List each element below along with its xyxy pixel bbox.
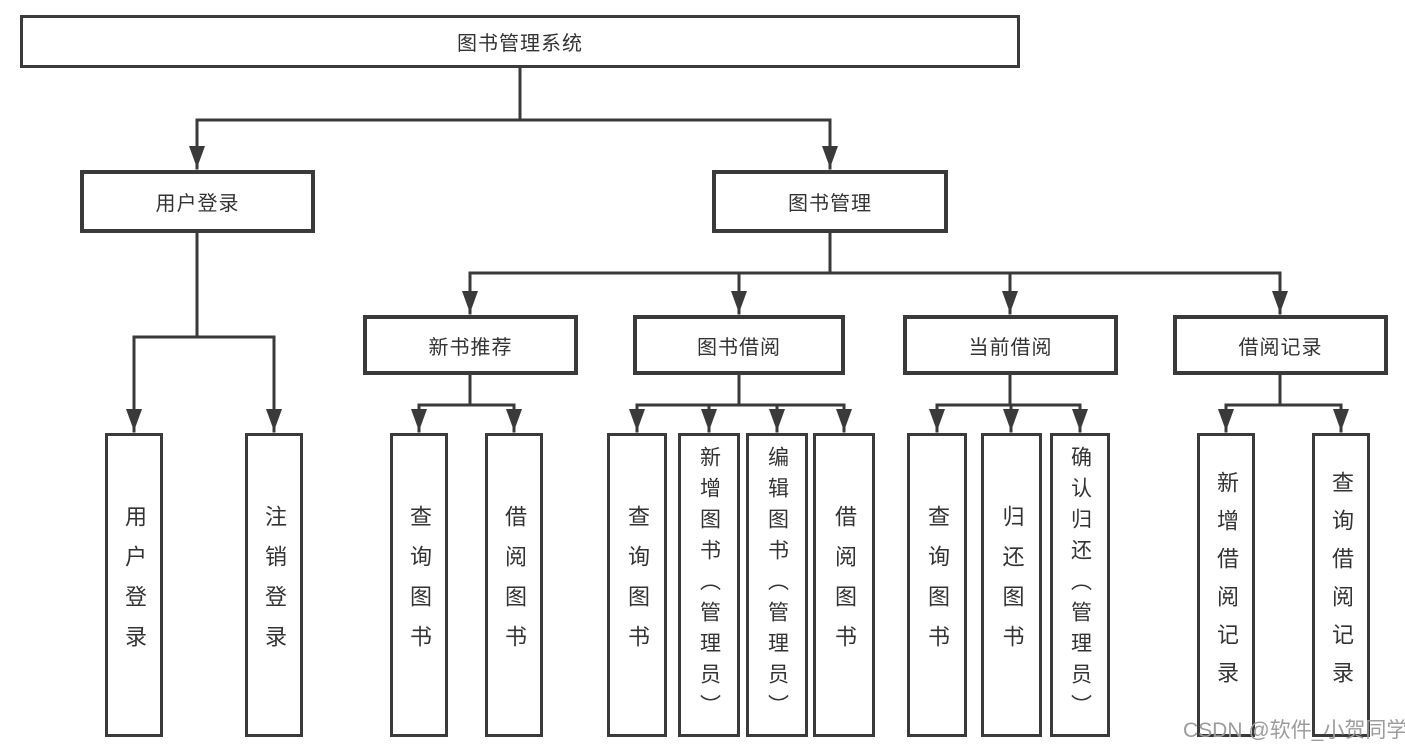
leaf-return-books-label: 归还图书 — [999, 505, 1025, 665]
node-user-login-label: 用户登录 — [155, 193, 240, 215]
watermark: CSDN @软件_小贺同学 — [1183, 719, 1405, 742]
leaf-edit-book-admin-label: 编辑图书（管理员） — [765, 445, 789, 725]
leaf-confirm-return-admin-label: 确认归还（管理员） — [1068, 445, 1092, 725]
node-book-management: 图书管理 — [712, 170, 948, 233]
leaf-query-books-borrowing: 查询图书 — [607, 433, 667, 737]
node-user-login: 用户登录 — [80, 170, 315, 233]
node-root-label: 图书管理系统 — [457, 33, 583, 55]
node-book-borrowing-label: 图书借阅 — [697, 336, 781, 359]
leaf-borrow-books: 借阅图书 — [813, 433, 875, 737]
leaf-add-borrow-record-label: 新增借阅记录 — [1214, 471, 1239, 699]
leaf-borrow-books-recommend-label: 借阅图书 — [502, 505, 527, 665]
node-borrowing-records-label: 借阅记录 — [1238, 336, 1323, 359]
leaf-return-books: 归还图书 — [981, 433, 1042, 737]
node-new-book-recommend-label: 新书推荐 — [428, 336, 513, 359]
node-new-book-recommend: 新书推荐 — [363, 315, 578, 375]
node-current-borrowing-label: 当前借阅 — [968, 336, 1053, 359]
leaf-confirm-return-admin: 确认归还（管理员） — [1050, 433, 1110, 737]
leaf-query-borrow-record-label: 查询借阅记录 — [1329, 471, 1354, 699]
leaf-user-login: 用户登录 — [105, 433, 163, 737]
node-current-borrowing: 当前借阅 — [903, 315, 1118, 375]
leaf-query-books-recommend: 查询图书 — [390, 433, 448, 737]
leaf-logout-label: 注销登录 — [262, 505, 287, 665]
leaf-edit-book-admin: 编辑图书（管理员） — [746, 433, 808, 737]
leaf-user-login-label: 用户登录 — [122, 505, 147, 665]
node-borrowing-records: 借阅记录 — [1173, 315, 1388, 375]
node-book-borrowing: 图书借阅 — [633, 315, 845, 375]
leaf-add-borrow-record: 新增借阅记录 — [1197, 433, 1255, 737]
leaf-query-books-borrowing-label: 查询图书 — [625, 505, 650, 665]
leaf-borrow-books-recommend: 借阅图书 — [485, 433, 543, 737]
leaf-query-books-current: 查询图书 — [907, 433, 967, 737]
node-root: 图书管理系统 — [20, 15, 1020, 68]
leaf-query-books-recommend-label: 查询图书 — [407, 505, 432, 665]
leaf-query-borrow-record: 查询借阅记录 — [1312, 433, 1370, 737]
leaf-borrow-books-label: 借阅图书 — [832, 505, 857, 665]
leaf-query-books-current-label: 查询图书 — [925, 505, 950, 665]
leaf-add-book-admin: 新增图书（管理员） — [678, 433, 740, 737]
node-book-management-label: 图书管理 — [788, 193, 872, 215]
leaf-logout: 注销登录 — [245, 433, 303, 737]
leaf-add-book-admin-label: 新增图书（管理员） — [697, 445, 721, 725]
